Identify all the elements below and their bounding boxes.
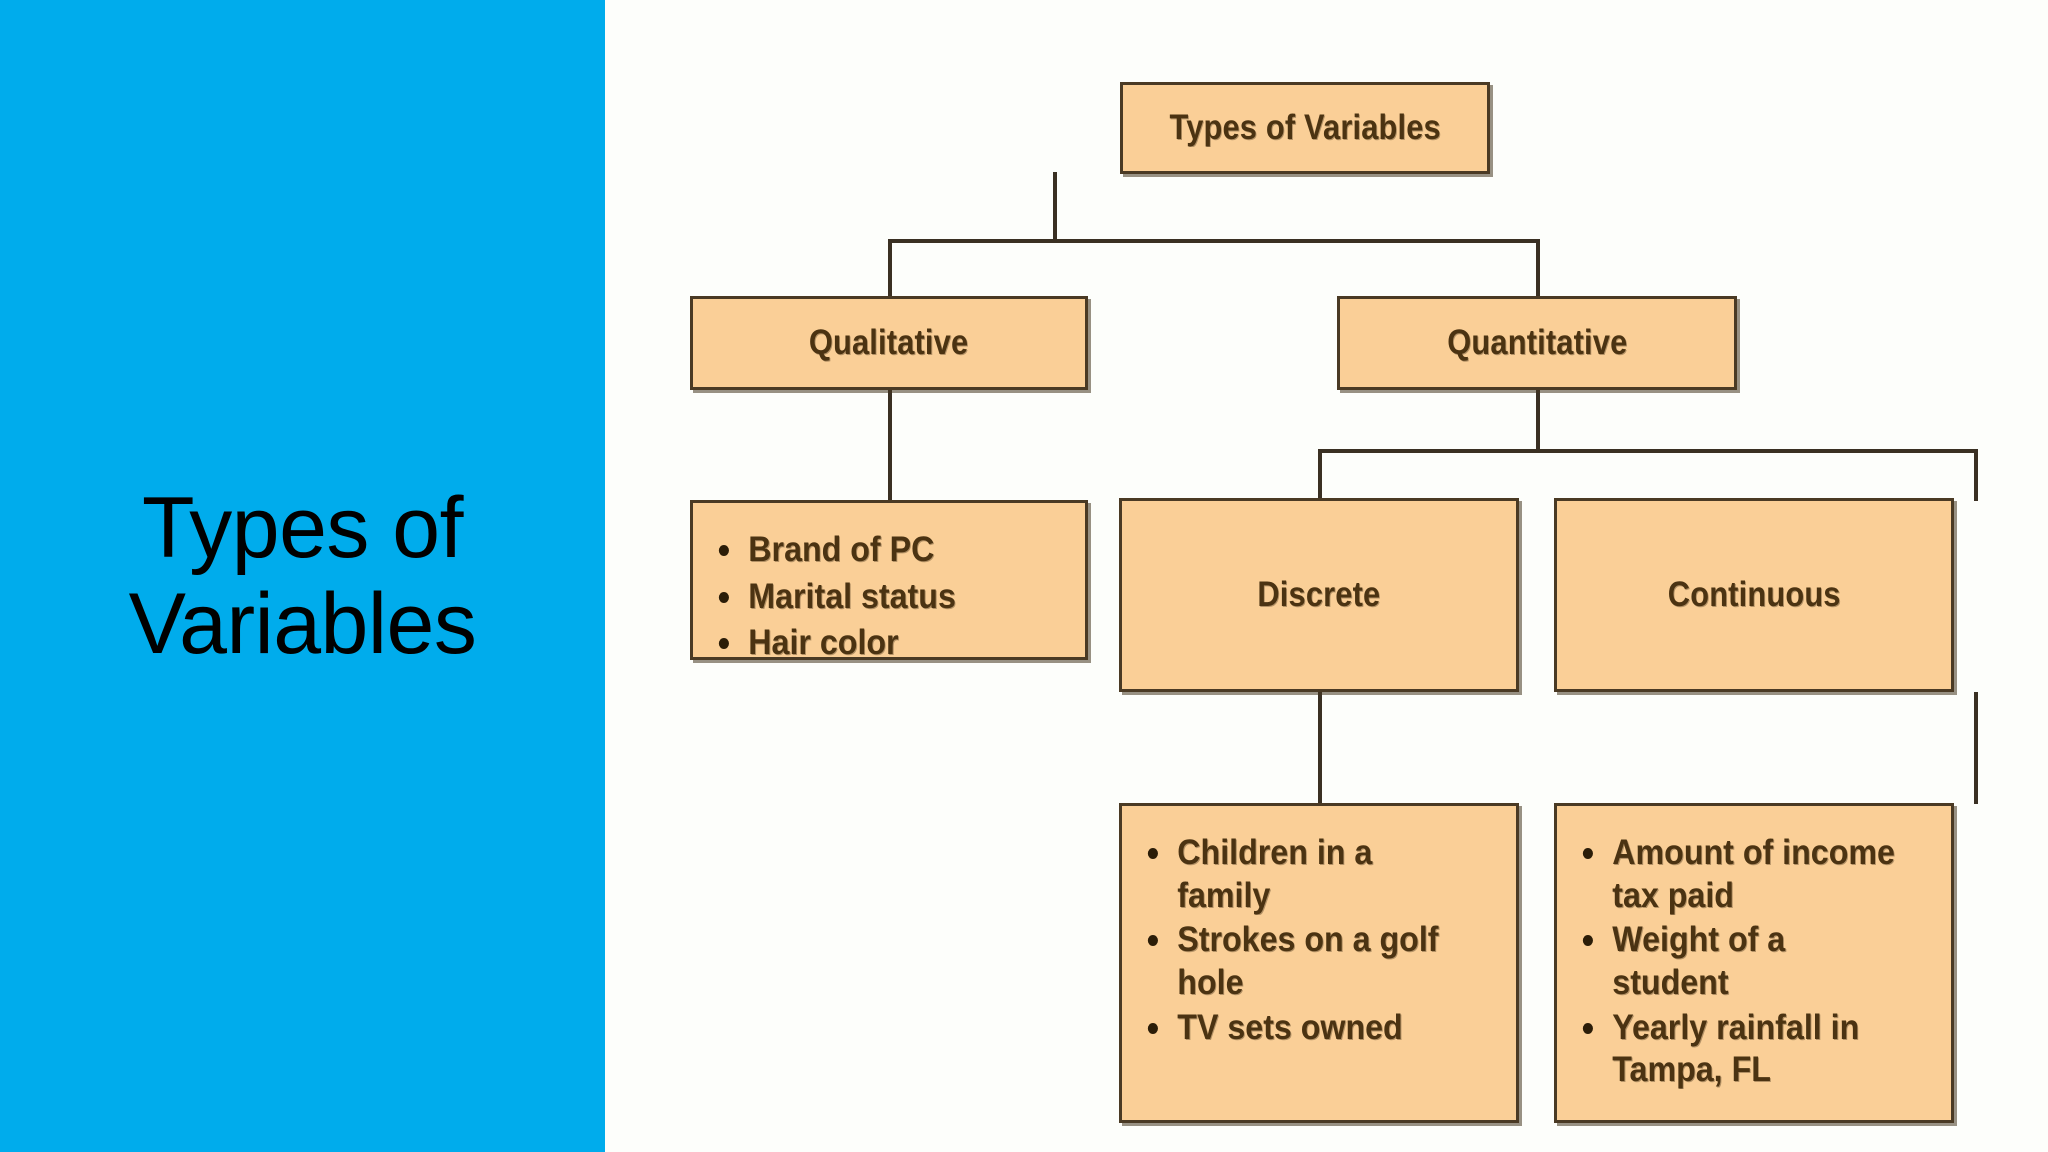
list-item-label: Hair color (748, 623, 899, 663)
list-qualitative-examples[interactable]: Brand of PC Marital status Hair color (690, 500, 1088, 662)
types-of-variables-diagram: Types of Variables Qualitative Quantitat… (605, 0, 2048, 1152)
list-discrete-examples[interactable]: Children in a family Strokes on a golf h… (1119, 803, 1519, 1123)
node-quantitative[interactable]: Quantitative (1337, 296, 1737, 390)
connector-to-quantitative (1536, 239, 1540, 297)
node-label-quantitative: Quantitative (1446, 323, 1628, 362)
bullet-dot-icon (1582, 935, 1593, 947)
bullet-dot-icon (718, 638, 729, 650)
list-item: Hair color (717, 622, 1039, 665)
connector-to-continuous (1974, 449, 1978, 501)
bullet-dot-icon (1147, 1022, 1158, 1034)
list-item-label: Children in a family (1177, 833, 1373, 915)
list-item: Amount of income tax paid (1581, 832, 1905, 917)
list-item-label: TV sets owned (1177, 1007, 1403, 1047)
node-types-of-variables[interactable]: Types of Variables (1120, 82, 1490, 174)
bullet-dot-icon (1147, 848, 1158, 860)
bullet-list-continuous: Amount of income tax paid Weight of a st… (1581, 832, 1933, 1092)
bullet-dot-icon (1582, 848, 1593, 860)
bullet-dot-icon (718, 591, 729, 603)
connector-continuous-to-examples (1974, 692, 1978, 804)
list-item: TV sets owned (1146, 1007, 1470, 1050)
list-item-label: Marital status (748, 576, 956, 616)
connector-qualitative-to-examples (888, 390, 892, 500)
bullet-dot-icon (718, 545, 729, 557)
node-label-discrete: Discrete (1257, 575, 1381, 614)
node-continuous[interactable]: Continuous (1554, 498, 1954, 692)
list-item: Brand of PC (717, 529, 1039, 572)
bullet-dot-icon (1147, 935, 1158, 947)
bullet-list-qualitative: Brand of PC Marital status Hair color (717, 529, 1067, 665)
list-item: Marital status (717, 576, 1039, 619)
connector-quantitative-stem (1536, 390, 1540, 452)
connector-to-discrete (1318, 449, 1322, 501)
node-label-qualitative: Qualitative (809, 323, 969, 362)
list-item: Children in a family (1146, 832, 1470, 917)
page-title: Types of Variables (128, 479, 477, 672)
connector-discrete-to-examples (1318, 692, 1322, 804)
bullet-list-discrete: Children in a family Strokes on a golf h… (1146, 832, 1498, 1049)
list-continuous-examples[interactable]: Amount of income tax paid Weight of a st… (1554, 803, 1954, 1123)
connector-root-stem (1053, 172, 1057, 242)
list-item-label: Strokes on a golf hole (1177, 920, 1439, 1003)
bullet-dot-icon (1582, 1022, 1593, 1034)
connector-to-qualitative (888, 239, 892, 297)
list-item-label: Amount of income tax paid (1612, 833, 1895, 915)
title-panel: Types of Variables (0, 0, 605, 1152)
list-item: Yearly rainfall in Tampa, FL (1581, 1007, 1905, 1092)
node-label-types-of-variables: Types of Variables (1169, 108, 1441, 147)
connector-level3-bar (1318, 449, 1978, 453)
list-item: Strokes on a golf hole (1146, 919, 1470, 1004)
list-item-label: Brand of PC (748, 530, 935, 569)
list-item-label: Weight of a student (1612, 920, 1786, 1003)
list-item-label: Yearly rainfall in Tampa, FL (1612, 1007, 1860, 1090)
node-qualitative[interactable]: Qualitative (690, 296, 1088, 390)
list-item: Weight of a student (1581, 919, 1905, 1004)
connector-level2-bar (888, 239, 1540, 243)
node-discrete[interactable]: Discrete (1119, 498, 1519, 692)
node-label-continuous: Continuous (1667, 575, 1841, 614)
